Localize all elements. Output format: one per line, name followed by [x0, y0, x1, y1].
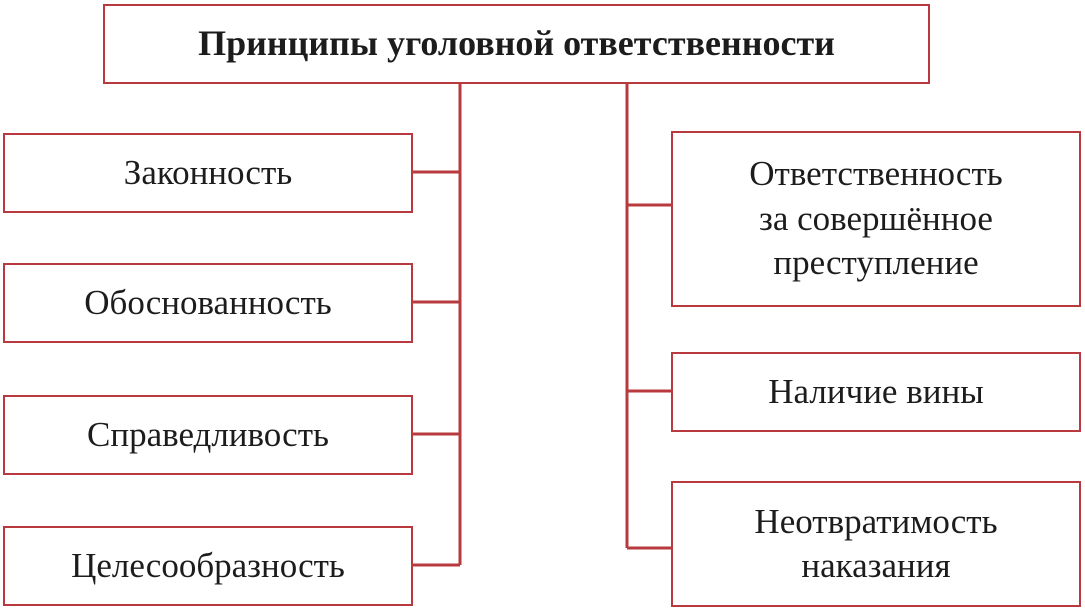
right-item-responsibility: Ответственность за совершённое преступле…: [671, 131, 1081, 307]
left-item-expediency: Целесообразность: [3, 526, 413, 606]
left-item-justice: Справедливость: [3, 395, 413, 475]
right-item-guilt: Наличие вины: [671, 352, 1081, 432]
left-item-validity: Обоснованность: [3, 263, 413, 343]
right-item-inevitability: Неотвратимость наказания: [671, 481, 1081, 607]
diagram-title: Принципы уголовной ответственности: [103, 4, 930, 84]
left-item-legality: Законность: [3, 133, 413, 213]
